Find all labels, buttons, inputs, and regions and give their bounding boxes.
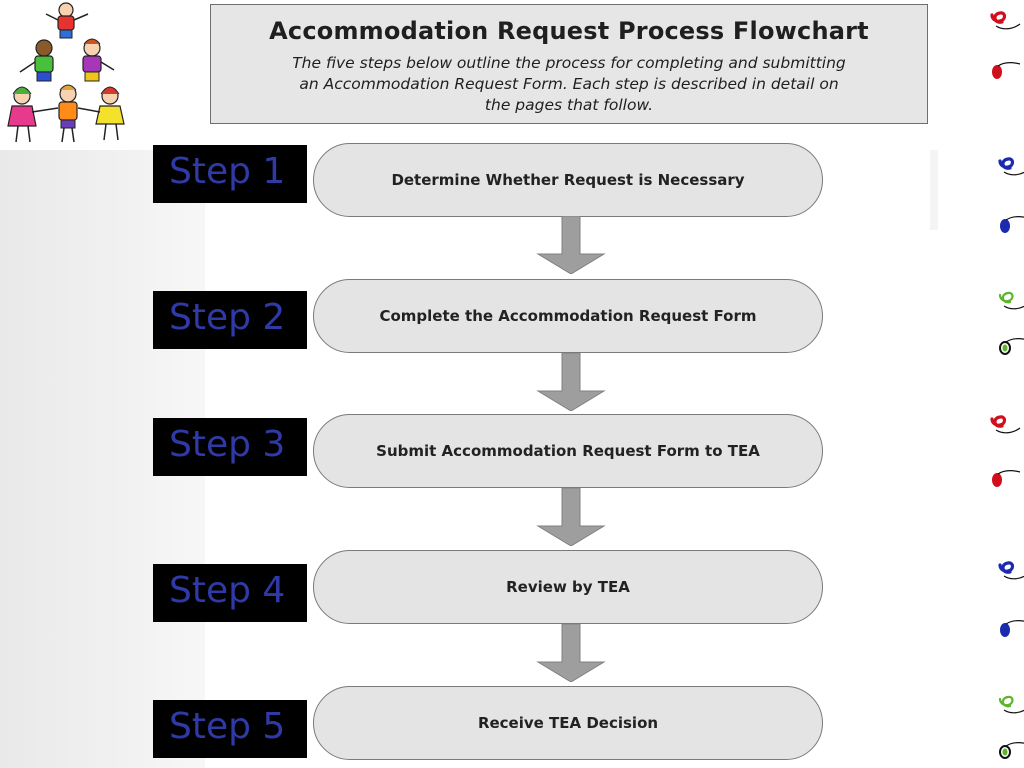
swirl-icon	[998, 695, 1024, 714]
down-arrow-icon	[536, 488, 606, 546]
step-3-label: Step 3	[153, 418, 307, 476]
step-1-box: Determine Whether Request is Necessary	[313, 143, 823, 217]
swirl-icon	[998, 157, 1024, 176]
down-arrow-icon	[536, 624, 606, 682]
step-5-box: Receive TEA Decision	[313, 686, 823, 760]
flowchart-description: The five steps below outline the process…	[292, 54, 846, 114]
swirl-icon	[992, 470, 1021, 487]
down-arrow-icon	[536, 353, 606, 411]
step-1-label: Step 1	[153, 145, 307, 203]
swirl-icon	[999, 742, 1024, 759]
swirl-icon	[999, 338, 1024, 355]
swirl-icon	[1000, 620, 1024, 637]
down-arrow-icon	[536, 216, 606, 274]
flowchart-title: Accommodation Request Process Flowchart	[269, 17, 869, 45]
step-2-box: Complete the Accommodation Request Form	[313, 279, 823, 353]
step-4-label: Step 4	[153, 564, 307, 622]
swirl-icon	[990, 11, 1021, 30]
step-4-box: Review by TEA	[313, 550, 823, 624]
right-background-fade	[930, 150, 938, 230]
swirl-icon	[1000, 216, 1024, 233]
step-3-box: Submit Accommodation Request Form to TEA	[313, 414, 823, 488]
step-5-label: Step 5	[153, 700, 307, 758]
children-pyramid-logo	[7, 2, 125, 143]
swirl-icon	[992, 62, 1021, 79]
swirl-icon	[998, 561, 1024, 580]
swirl-icon	[990, 415, 1021, 434]
step-2-label: Step 2	[153, 291, 307, 349]
swirl-icon	[998, 291, 1024, 310]
header-box: Accommodation Request Process Flowchart …	[210, 4, 928, 124]
